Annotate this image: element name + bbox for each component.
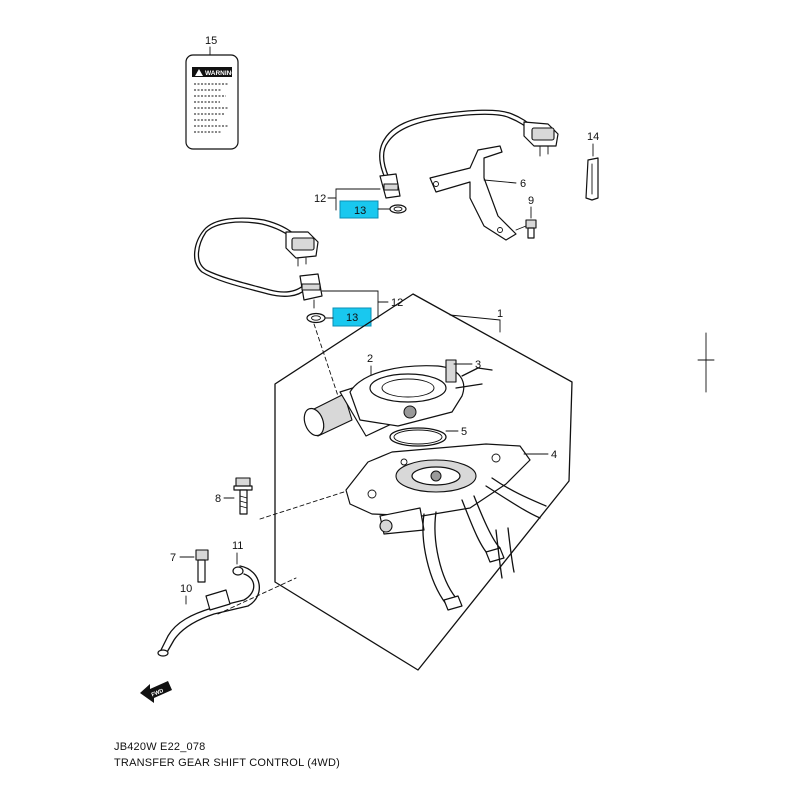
- callout-11: 11: [232, 540, 243, 552]
- callout-1: 1: [497, 308, 503, 320]
- highlight-13-lower: [332, 307, 372, 327]
- callout-2: 2: [367, 353, 373, 365]
- callout-4: 4: [551, 449, 557, 461]
- callout-15: 15: [205, 35, 217, 47]
- callout-14: 14: [587, 131, 599, 143]
- highlight-13-upper: [339, 200, 379, 219]
- part-4-base-plate: 4: [345, 443, 557, 611]
- part-7-bolt: 7: [170, 549, 209, 583]
- callout-5: 5: [461, 426, 467, 438]
- part-12-lower-sensor: 12: [194, 217, 403, 319]
- callout-8: 8: [215, 493, 221, 505]
- part-13-lower-gasket: 13: [306, 307, 372, 327]
- callout-12-upper: 12: [314, 193, 326, 205]
- part-14-clip: 14: [585, 131, 599, 201]
- part-2-actuator: 2 3: [303, 353, 493, 437]
- callout-7: 7: [170, 552, 176, 564]
- part-5-o-ring: 5: [389, 426, 467, 447]
- part-12-upper-sensor: 12: [314, 109, 559, 211]
- callout-6: 6: [520, 178, 526, 190]
- diagram-code: JB420W E22_078: [114, 741, 206, 753]
- part-6-bracket: 6: [429, 145, 526, 241]
- callout-13-upper: 13: [354, 205, 366, 217]
- part-11-clamp: 11: [232, 540, 244, 576]
- callout-13-lower: 13: [346, 312, 358, 324]
- part-9-bolt: 9: [515, 195, 537, 239]
- part-10-hose: 10: [157, 565, 260, 657]
- part-8-bolt: 8: [215, 477, 253, 515]
- diagram-title: TRANSFER GEAR SHIFT CONTROL (4WD): [114, 757, 340, 769]
- fwd-arrow-text: FWD: [151, 688, 165, 698]
- page-edge-mark: [697, 332, 715, 393]
- callout-3: 3: [475, 359, 481, 371]
- assembly-1-enclosure: 1: [217, 293, 573, 671]
- callout-10: 10: [180, 583, 192, 595]
- callout-9: 9: [528, 195, 534, 207]
- part-15-warning-label: 15 WARNING: [185, 35, 239, 150]
- warning-label-text: WARNING: [205, 70, 236, 77]
- fwd-arrow: FWD: [140, 681, 172, 703]
- part-13-upper-gasket: 13: [339, 200, 407, 219]
